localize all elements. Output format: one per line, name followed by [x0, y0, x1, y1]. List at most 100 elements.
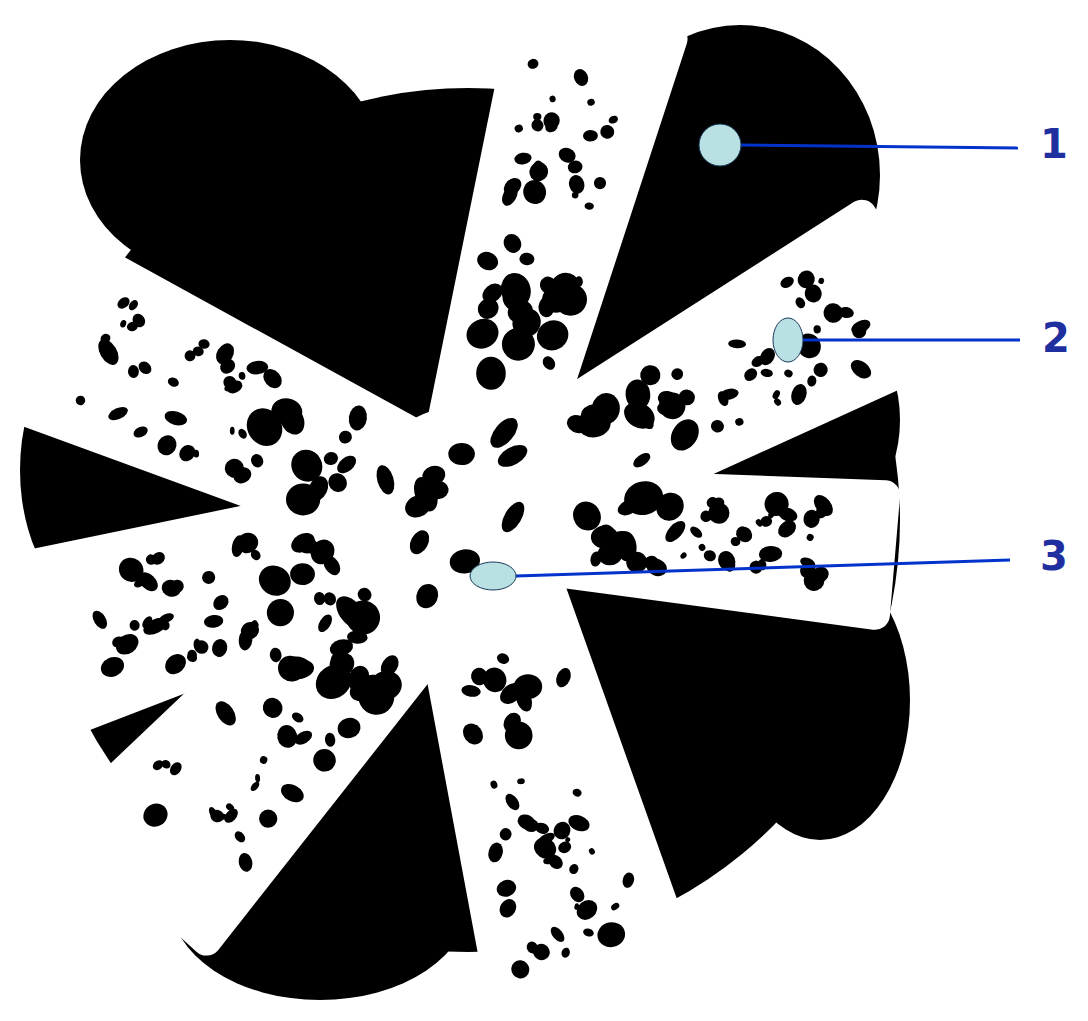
cell-spot: [621, 871, 636, 889]
cell-spot: [702, 549, 717, 563]
tissue-outline: [15, 1, 938, 1021]
cell-spot: [775, 517, 800, 541]
cell-spot: [847, 356, 874, 382]
cell-spot: [309, 744, 341, 776]
cell-spot: [99, 332, 113, 346]
cell-spot: [192, 345, 205, 357]
cell-spot: [699, 509, 712, 523]
cell-spot: [480, 665, 509, 695]
cell-spot: [678, 389, 695, 405]
cell-spot: [347, 404, 368, 431]
cell-spot: [643, 555, 669, 579]
cell-spot: [119, 319, 127, 328]
cell-spot: [154, 432, 180, 459]
cell-spot: [514, 674, 543, 699]
cell-spot: [499, 827, 513, 842]
cell-spot: [754, 518, 763, 528]
callout-marker: [773, 318, 803, 362]
cell-spot: [806, 533, 815, 542]
cell-spot: [412, 580, 442, 612]
cell-spot: [238, 619, 262, 642]
cell-spot: [211, 698, 240, 729]
cell-spot: [315, 612, 335, 634]
cell-spot: [373, 463, 397, 497]
cell-spot: [496, 322, 541, 367]
cell-spot: [545, 852, 565, 872]
cell-spot: [588, 847, 596, 856]
cell-spot: [161, 621, 170, 631]
cell-spot: [161, 650, 190, 679]
cell-spot: [494, 441, 531, 472]
cell-spot: [620, 477, 667, 520]
cell-spot: [813, 325, 821, 334]
cell-spot: [520, 177, 549, 207]
cell-spot: [207, 806, 219, 820]
cell-spot: [526, 57, 540, 70]
cell-spot: [233, 529, 262, 557]
callout-marker: [699, 124, 741, 166]
cell-spot: [500, 231, 524, 256]
cell-spot: [322, 451, 339, 467]
cell-spot: [767, 508, 777, 519]
cell-spot: [553, 666, 573, 690]
cell-spot: [526, 159, 552, 185]
cell-spot: [515, 811, 538, 833]
cell-spot: [789, 382, 810, 407]
leader-line: [516, 560, 1010, 576]
cell-spot: [533, 113, 541, 120]
cell-spot: [597, 543, 623, 566]
callout-number: 2: [1042, 318, 1070, 358]
cell-spot: [571, 787, 582, 798]
cell-spot: [619, 397, 659, 434]
cell-spot: [334, 452, 360, 477]
cell-spot: [221, 373, 240, 392]
cell-spot: [210, 637, 229, 658]
central-core: [353, 405, 583, 635]
cell-spot: [574, 903, 580, 910]
cell-spot: [631, 450, 653, 470]
cell-spot: [237, 852, 254, 874]
cell-spot: [771, 389, 781, 400]
cell-spot: [513, 151, 532, 165]
cell-spot: [849, 317, 873, 337]
cell-spot: [802, 508, 822, 529]
cell-spot: [339, 601, 350, 619]
cell-spot: [734, 417, 744, 427]
cell-spot: [567, 159, 584, 175]
cell-spot: [233, 829, 248, 844]
cell-spot: [345, 669, 388, 706]
cell-spot: [486, 841, 505, 864]
cell-spot: [566, 812, 592, 834]
cell-spot: [210, 592, 231, 613]
cell-spot: [532, 160, 544, 177]
cell-spot: [261, 593, 299, 631]
cell-spot: [336, 428, 354, 446]
cell-spot: [401, 491, 434, 522]
cell-spot: [760, 487, 794, 521]
cell-spot: [285, 444, 328, 488]
cell-spot: [783, 368, 794, 379]
callout-number: 3: [1040, 536, 1068, 576]
cell-spot: [476, 357, 506, 390]
cell-spot: [74, 394, 86, 406]
cell-spot: [112, 630, 143, 659]
cell-spot: [128, 365, 140, 379]
cell-spot: [459, 720, 487, 749]
cell-spot: [568, 862, 580, 875]
cell-spot: [240, 402, 290, 453]
cell-spot: [556, 840, 573, 856]
cell-spot: [474, 294, 503, 323]
cell-spot: [760, 368, 773, 378]
cell-spot: [212, 340, 237, 367]
cell-spot: [130, 311, 148, 329]
cell-spot: [794, 296, 807, 310]
cell-spot: [240, 534, 255, 549]
cell-spot: [200, 569, 217, 586]
cell-spot: [818, 277, 825, 285]
cell-spot: [571, 67, 590, 88]
cell-spot: [237, 427, 249, 440]
cell-spot: [503, 791, 523, 812]
cell-spot: [203, 614, 224, 629]
cell-spot: [730, 536, 742, 547]
